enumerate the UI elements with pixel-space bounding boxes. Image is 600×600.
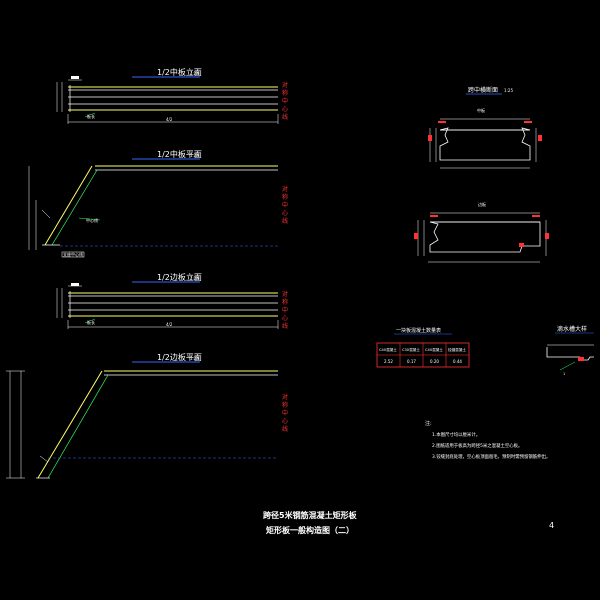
side-label-1: 对称中心线 bbox=[282, 82, 289, 121]
side-label-3: 对称中心线 bbox=[282, 291, 289, 330]
table-header-2: C30混凝土 bbox=[402, 347, 420, 352]
view-3-scale: 1:25 bbox=[190, 276, 199, 281]
view-4-scale: 1:25 bbox=[190, 356, 199, 361]
section-1-title: 跨中横断面 bbox=[468, 86, 498, 94]
table-title: 一块板混凝土数量表 bbox=[396, 327, 441, 334]
section-1: 跨中横断面 1:25 中板 bbox=[428, 86, 542, 169]
drip-detail: 滴水槽大样 1 bbox=[546, 325, 594, 376]
drawing-title-line-2: 矩形板一般构造图（二） bbox=[265, 525, 354, 535]
table-header-3: C40混凝土 bbox=[425, 347, 443, 352]
side-label-2: 对称中心线 bbox=[282, 186, 289, 225]
view-2-title: 1/2中板平面 bbox=[157, 149, 202, 159]
view-2-scale: 1:25 bbox=[190, 153, 199, 158]
detail-dim: 1 bbox=[563, 372, 565, 376]
view-3: 1/2边板立面 1:25 4/2 板长 bbox=[56, 272, 279, 329]
section-1-scale: 1:25 bbox=[504, 88, 513, 93]
note-3: 3.铰缝封底处理，空心板顶面凿毛，预制时需预留钢筋伸出。 bbox=[432, 453, 550, 460]
view-2: 1/2中板平面 1:25 中心线 支座中心线 bbox=[28, 149, 278, 258]
note-1: 1.本图尺寸均以厘米计。 bbox=[432, 431, 480, 438]
notes: 注: 1.本图尺寸均以厘米计。 2.图纸适用于板高为跨径5米之混凝土空心板。 3… bbox=[425, 420, 550, 460]
view-2-note: 中心线 bbox=[86, 217, 98, 223]
table-cell-4: 0.44 bbox=[453, 359, 462, 364]
sheet-number: 4 bbox=[549, 521, 554, 530]
section-2-title: 边板 bbox=[478, 201, 486, 207]
view-4-title: 1/2边板平面 bbox=[157, 352, 202, 362]
table-cell-2: 0.17 bbox=[407, 359, 416, 364]
view-3-title: 1/2边板立面 bbox=[157, 272, 202, 282]
table-header-1: C40混凝土 bbox=[379, 347, 397, 352]
note-2: 2.图纸适用于板高为跨径5米之混凝土空心板。 bbox=[432, 442, 522, 449]
table-header-4: 铰缝混凝土 bbox=[448, 347, 466, 352]
detail-title: 滴水槽大样 bbox=[557, 325, 587, 333]
view-2-label: 支座中心线 bbox=[63, 251, 83, 257]
section-1-sub: 中板 bbox=[477, 107, 485, 113]
section-2: 边板 bbox=[414, 201, 549, 263]
table-cell-3: 0.20 bbox=[430, 359, 439, 364]
view-1-title: 1/2中板立面 bbox=[157, 67, 202, 77]
view-1-dim: 4/2 bbox=[166, 117, 173, 122]
drawing-title-line-1: 跨径5米钢筋混凝土矩形板 bbox=[263, 510, 358, 520]
view-1-label: 板长 bbox=[87, 113, 95, 119]
view-3-dim: 4/2 bbox=[166, 322, 173, 327]
view-4: 1/2边板平面 1:25 bbox=[6, 352, 278, 479]
view-1: 1/2中板立面 1:25 4/2 板长 bbox=[56, 67, 279, 124]
table-cell-1: 2.52 bbox=[384, 359, 393, 364]
drawing-title: 跨径5米钢筋混凝土矩形板 矩形板一般构造图（二） 4 bbox=[263, 510, 554, 535]
side-label-4: 对称中心线 bbox=[282, 394, 289, 433]
view-1-scale: 1:25 bbox=[190, 71, 199, 76]
notes-heading: 注: bbox=[425, 420, 432, 427]
concrete-table: 一块板混凝土数量表 C40混凝土 C30混凝土 C40混凝土 铰缝混凝土 2.5… bbox=[376, 327, 470, 368]
view-3-label: 板长 bbox=[87, 319, 95, 325]
